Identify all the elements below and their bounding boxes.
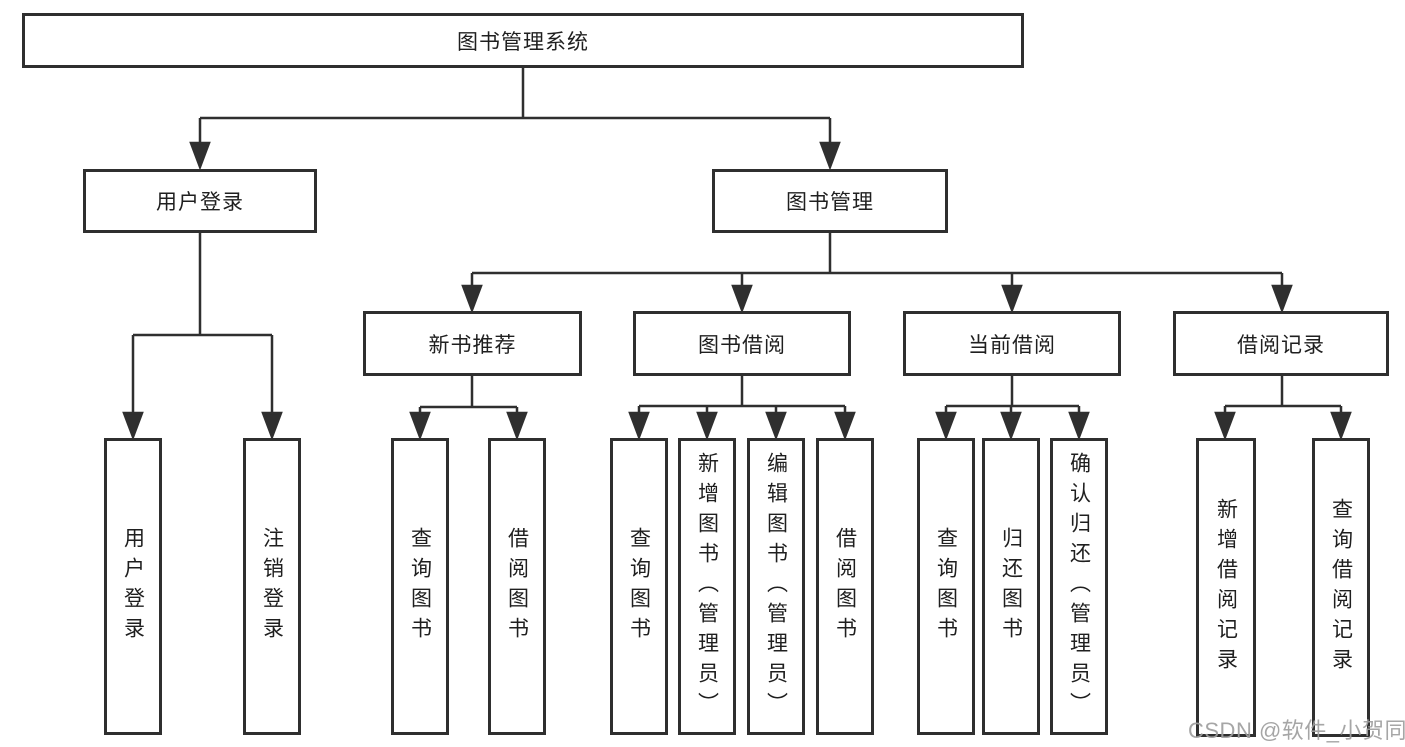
node-borrow-record: 借阅记录 <box>1173 311 1389 376</box>
arrowhead-leaf-nb-borrow <box>506 411 528 441</box>
leaf-nb-borrow-books: 借阅图书 <box>488 438 546 735</box>
connector-root-to-level2 <box>189 68 841 171</box>
arrowhead-book-borrow <box>731 284 753 314</box>
connector-current-borrow-to-leaves <box>935 376 1090 441</box>
leaf-br-add-record: 新增借阅记录 <box>1196 438 1256 737</box>
arrowhead-user-login <box>189 141 211 171</box>
arrowhead-leaf-user-login <box>122 411 144 441</box>
leaf-bb-add-books: 新增图书（管理员） <box>678 438 736 735</box>
arrowhead-leaf-bb-edit <box>765 411 787 441</box>
node-current-borrow: 当前借阅 <box>903 311 1121 376</box>
connector-book-mgmt-to-level3 <box>461 232 1293 314</box>
arrowhead-current-borrow <box>1001 284 1023 314</box>
leaf-logout: 注销登录 <box>243 438 301 735</box>
leaf-br-query-record: 查询借阅记录 <box>1312 438 1370 737</box>
arrowhead-leaf-br-query <box>1330 411 1352 441</box>
arrowhead-leaf-br-add <box>1214 411 1236 441</box>
arrowhead-leaf-bb-add <box>696 411 718 441</box>
leaf-cb-query-books: 查询图书 <box>917 438 975 735</box>
arrowhead-new-book-rec <box>461 284 483 314</box>
arrowhead-leaf-bb-borrow <box>834 411 856 441</box>
leaf-bb-edit-books: 编辑图书（管理员） <box>747 438 805 735</box>
arrowhead-leaf-logout <box>261 411 283 441</box>
connector-user-login-to-leaves <box>122 232 283 441</box>
arrowhead-leaf-bb-query <box>628 411 650 441</box>
node-book-mgmt: 图书管理 <box>712 169 948 233</box>
connector-book-borrow-to-leaves <box>628 376 856 441</box>
leaf-user-login: 用户登录 <box>104 438 162 735</box>
arrowhead-borrow-record <box>1271 284 1293 314</box>
connector-new-book-rec-to-leaves <box>409 376 528 441</box>
leaf-nb-query-books: 查询图书 <box>391 438 449 735</box>
node-new-book-rec: 新书推荐 <box>363 311 582 376</box>
arrowhead-book-mgmt <box>819 141 841 171</box>
arrowhead-leaf-cb-return <box>1000 411 1022 441</box>
connector-borrow-record-to-leaves <box>1214 376 1352 441</box>
watermark: CSDN @软件_小贺同学 <box>1188 718 1405 743</box>
leaf-cb-return-books: 归还图书 <box>982 438 1040 735</box>
node-root: 图书管理系统 <box>22 13 1024 68</box>
arrowhead-leaf-nb-query <box>409 411 431 441</box>
node-book-borrow: 图书借阅 <box>633 311 851 376</box>
leaf-bb-borrow-books: 借阅图书 <box>816 438 874 735</box>
leaf-bb-query-books: 查询图书 <box>610 438 668 735</box>
leaf-cb-confirm-return: 确认归还（管理员） <box>1050 438 1108 735</box>
node-user-login: 用户登录 <box>83 169 317 233</box>
arrowhead-leaf-cb-query <box>935 411 957 441</box>
arrowhead-leaf-cb-confirm <box>1068 411 1090 441</box>
